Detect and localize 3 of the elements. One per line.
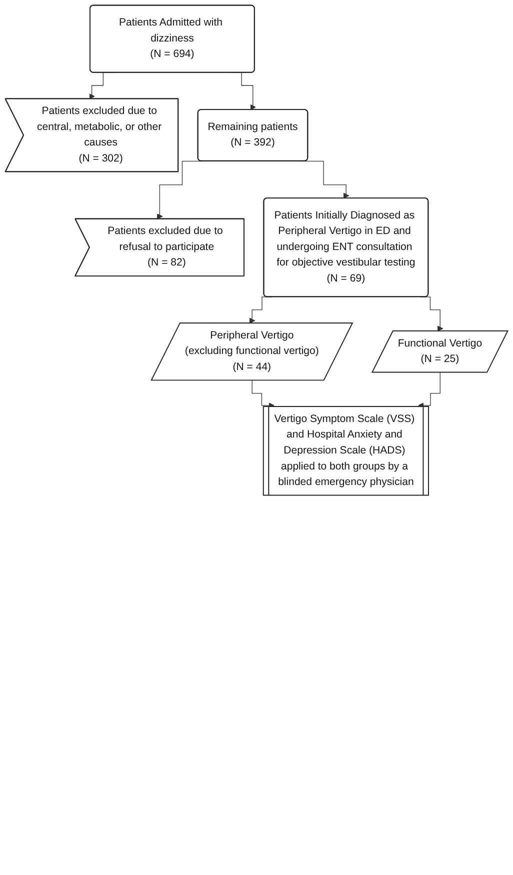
- arrow: [420, 296, 444, 332]
- arrow: [418, 372, 441, 408]
- arrow: [252, 380, 274, 408]
